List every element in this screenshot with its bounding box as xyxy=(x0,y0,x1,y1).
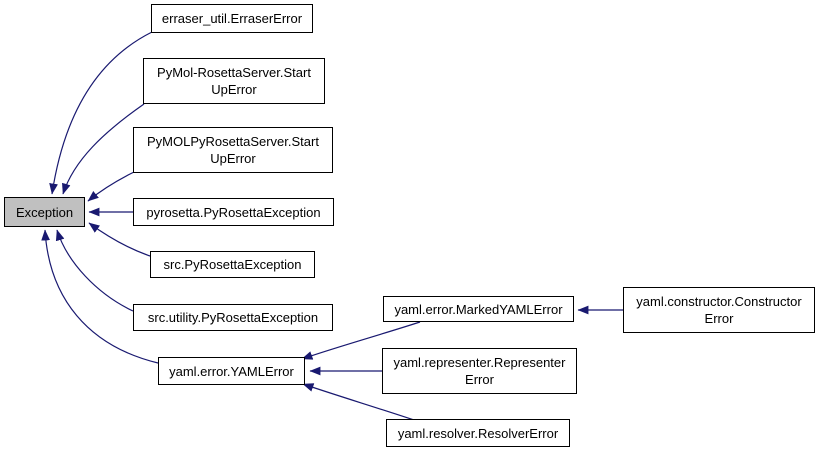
node-erraser-util-erraser-error[interactable]: erraser_util.ErraserError xyxy=(151,4,313,33)
node-pymolpyrosettaserver-startuperror[interactable]: PyMOLPyRosettaServer.Start UpError xyxy=(133,127,333,173)
node-yaml-error-markedyamlerror[interactable]: yaml.error.MarkedYAMLError xyxy=(383,296,574,322)
node-label: yaml.representer.Representer xyxy=(393,355,566,370)
edge-yaml-marked-to-yaml-error xyxy=(301,321,421,360)
node-pymol-rosettaserver-startuperror[interactable]: PyMol-RosettaServer.Start UpError xyxy=(143,58,325,104)
edge-pymol-rosetta-to-exception xyxy=(62,103,145,195)
node-yaml-representer-representererror[interactable]: yaml.representer.Representer Error xyxy=(382,348,577,394)
node-label: PyMol-RosettaServer.Start xyxy=(157,65,311,80)
node-label: erraser_util.ErraserError xyxy=(161,11,303,26)
node-src-utility-pyrosettaexception[interactable]: src.utility.PyRosettaException xyxy=(133,304,333,331)
node-label: Exception xyxy=(15,204,74,220)
node-yaml-constructor-constructorerror[interactable]: yaml.constructor.Constructor Error xyxy=(623,287,815,333)
edge-src-utility-to-exception xyxy=(55,229,134,312)
edge-src-py-to-exception xyxy=(88,222,151,257)
node-yaml-error-yamlerror[interactable]: yaml.error.YAMLError xyxy=(158,357,305,385)
node-label: yaml.error.MarkedYAMLError xyxy=(394,301,563,317)
node-label: src.PyRosettaException xyxy=(163,257,302,272)
node-label: Error xyxy=(465,372,494,387)
edge-yaml-resolver-to-yaml-error xyxy=(302,383,415,421)
edge-yaml-error-to-exception xyxy=(41,229,159,364)
node-label: UpError xyxy=(211,82,257,97)
node-label: yaml.error.YAMLError xyxy=(169,363,294,379)
edge-pymolpy-rosetta-to-exception xyxy=(87,171,135,202)
node-yaml-resolver-resolvererror[interactable]: yaml.resolver.ResolverError xyxy=(386,419,570,447)
node-label: Error xyxy=(704,311,734,326)
node-label: UpError xyxy=(210,151,256,166)
node-pyrosetta-pyrosettaexception[interactable]: pyrosetta.PyRosettaException xyxy=(133,198,334,226)
node-label: yaml.constructor.Constructor xyxy=(636,294,802,309)
node-label: pyrosetta.PyRosettaException xyxy=(146,204,321,220)
node-src-pyrosettaexception[interactable]: src.PyRosettaException xyxy=(150,251,315,278)
node-label: PyMOLPyRosettaServer.Start xyxy=(147,134,319,149)
node-exception: Exception xyxy=(4,197,85,227)
node-label: src.utility.PyRosettaException xyxy=(147,310,319,325)
edge-erraser-to-exception xyxy=(49,31,153,195)
node-label: yaml.resolver.ResolverError xyxy=(397,425,559,441)
